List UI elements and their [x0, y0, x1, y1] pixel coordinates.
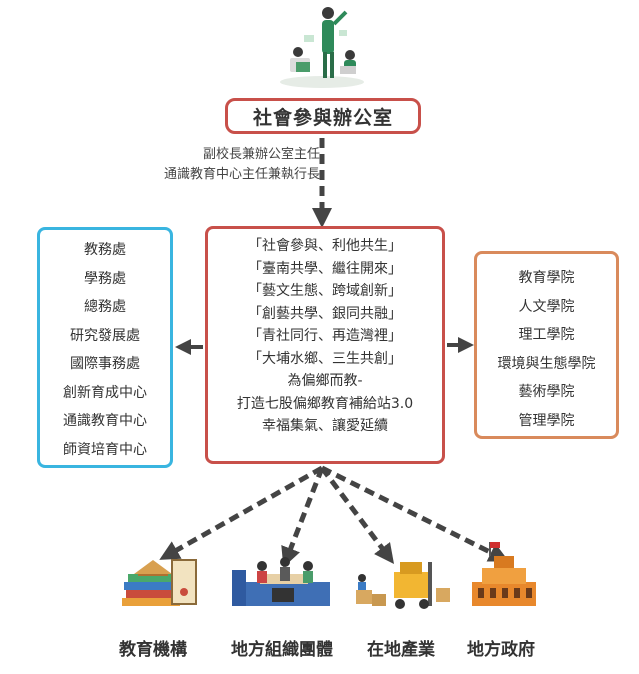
project-item: 「社會參與、利他共生」 — [248, 238, 402, 254]
administrative-units-box: 教務處 學務處 總務處 研究發展處 國際事務處 創新育成中心 通識教育中心 師資… — [37, 227, 173, 468]
team-illustration-icon — [280, 7, 364, 88]
unit-item: 創新育成中心 — [63, 384, 147, 401]
label-local-organizations: 地方組織團體 — [231, 640, 333, 660]
project-item: 「臺南共學、繼往開來」 — [248, 260, 402, 277]
project-item: 「藝文生態、跨域創新」 — [248, 283, 402, 299]
label-local-government: 地方政府 — [467, 640, 535, 660]
projects-box: 「社會參與、利他共生」 「臺南共學、繼往開來」 「藝文生態、跨域創新」 「創藝共… — [205, 226, 445, 464]
leader-title: 副校長兼辦公室主任 — [202, 147, 320, 162]
unit-item: 通識教育中心 — [63, 413, 147, 429]
local-government-icon — [472, 542, 536, 606]
college-item: 人文學院 — [518, 298, 575, 315]
college-item: 藝術學院 — [518, 384, 575, 400]
unit-item: 研究發展處 — [70, 327, 140, 344]
local-organizations-icon — [232, 557, 330, 606]
education-institution-icon — [122, 559, 197, 606]
arrow-to-education — [159, 465, 324, 560]
local-industry-icon — [356, 562, 450, 609]
unit-item: 師資培育中心 — [63, 441, 147, 458]
arrow-to-industry — [320, 466, 394, 564]
unit-item: 教務處 — [84, 242, 126, 258]
college-item: 環境與生態學院 — [497, 355, 596, 372]
label-local-industry: 在地產業 — [367, 640, 435, 660]
colleges-box: 教育學院 人文學院 理工學院 環境與生態學院 藝術學院 管理學院 — [474, 251, 619, 439]
leader-title: 通識教育中心主任兼執行長 — [163, 167, 320, 182]
project-item: 為偏鄉而教- — [287, 373, 363, 389]
project-item: 幸福集氣、讓愛延續 — [262, 418, 388, 434]
arrow-to-organizations — [281, 467, 325, 568]
project-item: 「創藝共學、銀同共融」 — [248, 305, 402, 322]
project-item: 打造七股偏鄉教育補給站3.0 — [236, 395, 414, 412]
college-item: 理工學院 — [518, 327, 575, 343]
project-item: 「青社同行、再造灣裡」 — [248, 328, 402, 344]
project-item: 「大埔水鄉、三生共創」 — [248, 350, 402, 367]
unit-item: 國際事務處 — [70, 356, 140, 372]
college-item: 教育學院 — [518, 270, 575, 286]
unit-item: 學務處 — [84, 270, 126, 287]
unit-item: 總務處 — [84, 299, 126, 315]
office-title: 社會參與辦公室 — [225, 98, 421, 134]
label-education-institution: 教育機構 — [119, 640, 187, 660]
leader-titles: 副校長兼辦公室主任 通識教育中心主任兼執行長 — [110, 145, 320, 185]
college-item: 管理學院 — [518, 412, 575, 429]
arrow-to-government — [320, 465, 509, 562]
